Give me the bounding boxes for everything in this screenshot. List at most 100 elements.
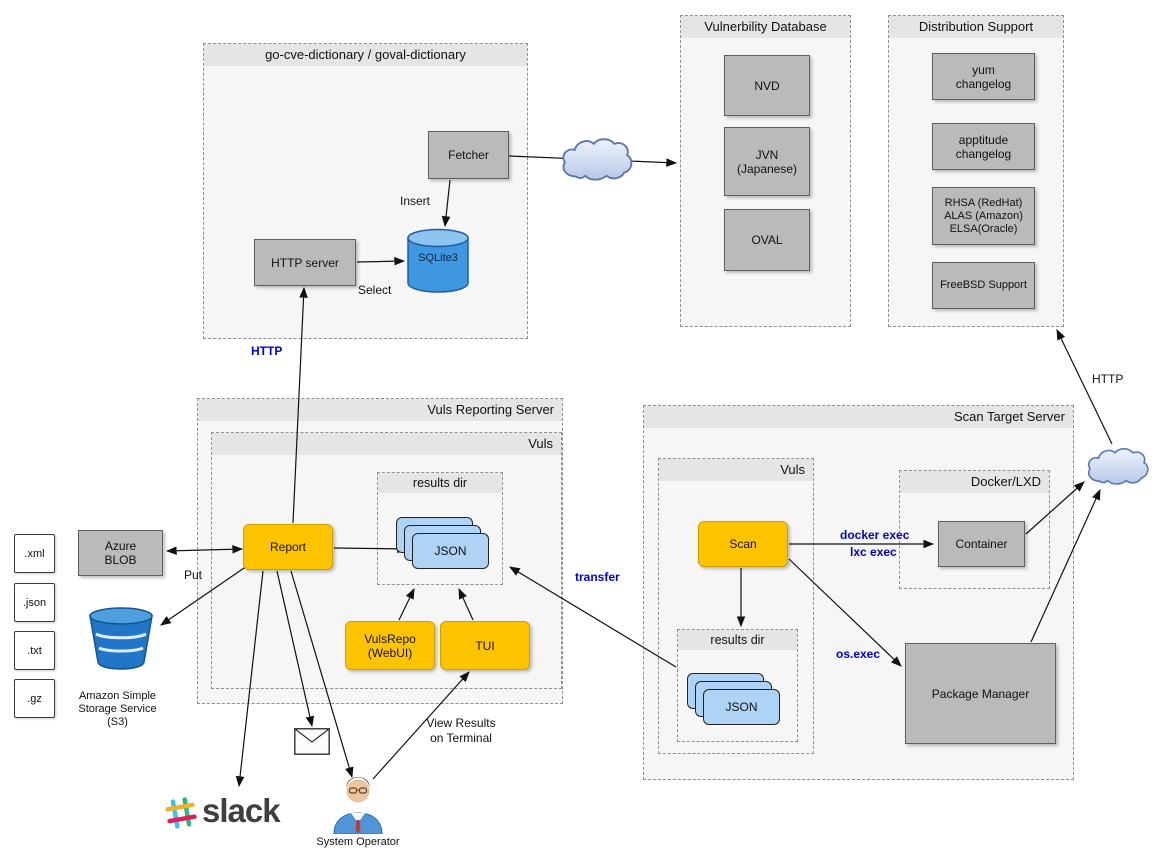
s3-caption-line1: Amazon Simple (78, 690, 157, 702)
jvn-node: JVN (Japanese) (724, 127, 810, 196)
container-vulnerability-database-title: Vulnerbility Database (681, 16, 850, 38)
yum-label-1: yum (972, 62, 995, 77)
arrow-httpserver-to-sqlite-select (356, 256, 406, 266)
json-card-label: JSON (434, 544, 467, 558)
apptitude-label-2: changelog (955, 146, 1012, 161)
freebsd-support-node: FreeBSD Support (932, 262, 1035, 309)
vulsrepo-node: VulsRepo (WebUI) (345, 621, 435, 670)
container-go-cve-dictionary: go-cve-dictionary / goval-dictionary (203, 43, 528, 339)
report-node: Report (243, 524, 333, 570)
scan-label: Scan (729, 537, 757, 551)
sqlite-label: SQLite3 (418, 252, 458, 264)
slack-wordmark: slack (202, 792, 281, 829)
arrow-operator-to-tui (372, 671, 470, 780)
internet-cloud-icon (562, 138, 633, 181)
json-card-scan-front: JSON (703, 689, 780, 725)
container-results-dir-reporting-title: results dir (378, 473, 502, 493)
azure-blob-node: Azure BLOB (78, 530, 163, 576)
jvn-label-2: (Japanese) (736, 161, 798, 176)
azure-label-2: BLOB (104, 553, 137, 567)
arrow-report-to-slack (235, 570, 264, 788)
file-gz: .gz (14, 679, 55, 718)
freebsd-label: FreeBSD Support (940, 279, 1027, 291)
rhsa-label-2: ALAS (Amazon) (944, 209, 1023, 222)
container-results-dir-scan-title: results dir (678, 630, 797, 650)
edge-label-insert: Insert (400, 194, 431, 208)
vulsrepo-label-1: VulsRepo (364, 631, 416, 646)
azure-label-1: Azure (104, 539, 137, 553)
arrow-vulsrepo-to-resultsdir (398, 588, 415, 621)
container-distribution-support-title: Distribution Support (889, 16, 1063, 38)
container-vuls-reporting-server-title: Vuls Reporting Server (198, 399, 562, 421)
container-go-cve-dictionary-title: go-cve-dictionary / goval-dictionary (204, 44, 527, 66)
container-scan-vuls-title: Vuls (659, 459, 813, 481)
report-label: Report (269, 540, 307, 554)
internet-cloud-icon-right (1087, 448, 1149, 485)
apptitude-changelog-node: apptitude changelog (932, 123, 1035, 170)
tui-node: TUI (440, 621, 530, 670)
s3-caption-line2: Storage Service (78, 703, 157, 715)
container-scan-target-server-title: Scan Target Server (644, 406, 1073, 428)
oval-label: OVAL (751, 233, 783, 247)
file-txt-label: .txt (27, 644, 42, 657)
arrow-scan-to-packagemanager (788, 558, 902, 667)
container-docker-lxd-title: Docker/LXD (900, 471, 1049, 493)
arrow-container-to-cloud (1025, 481, 1085, 535)
edge-label-select: Select (358, 283, 392, 297)
arrow-report-to-email (276, 570, 315, 728)
arrow-fetcher-to-sqlite-insert (441, 179, 451, 228)
rhsa-label-1: RHSA (RedHat) (944, 196, 1023, 209)
arrow-packagemanager-to-cloud (1030, 489, 1101, 643)
arrow-report-to-s3-put (160, 565, 248, 626)
scan-node: Scan (698, 521, 788, 567)
file-json: .json (14, 583, 55, 622)
file-xml: .xml (14, 534, 55, 573)
edge-label-transfer: transfer (575, 570, 620, 584)
s3-caption: Amazon Simple Storage Service (S3) (55, 690, 180, 729)
json-card-front: JSON (412, 533, 489, 569)
package-manager-node: Package Manager (905, 643, 1056, 744)
container-reporting-vuls-title: Vuls (212, 433, 561, 455)
arrow-tui-to-resultsdir (458, 588, 474, 621)
arrow-cloud-to-distro-http (1056, 329, 1113, 445)
view-results-line1: View Results (426, 716, 496, 730)
rhsa-label-3: ELSA(Oracle) (949, 222, 1018, 235)
yum-label-2: changelog (955, 76, 1012, 91)
package-manager-label: Package Manager (931, 686, 1030, 701)
s3-bucket-icon (89, 607, 153, 670)
http-server-label: HTTP server (271, 255, 339, 270)
tui-label: TUI (475, 638, 495, 653)
s3-caption-line3: (S3) (107, 716, 128, 728)
file-gz-label: .gz (27, 692, 42, 705)
arrow-scanresults-to-reportresults-transfer (509, 566, 677, 668)
arrow-report-to-json (333, 544, 409, 554)
vulsrepo-label-2: (WebUI) (367, 645, 413, 660)
system-operator-icon (333, 777, 383, 834)
envelope-icon (294, 728, 330, 755)
slack-hash-icon (165, 797, 197, 829)
file-xml-label: .xml (24, 547, 45, 560)
http-server-node: HTTP server (254, 239, 356, 286)
edge-label-docker-exec: docker exec (840, 528, 910, 542)
file-txt: .txt (14, 631, 55, 670)
apptitude-label-1: apptitude (958, 132, 1009, 147)
edge-label-os-exec: os.exec (836, 647, 881, 661)
nvd-node: NVD (724, 55, 810, 116)
nvd-label: NVD (754, 78, 780, 93)
container-label: Container (955, 537, 1008, 551)
file-json-label: .json (22, 596, 47, 609)
fetcher-node: Fetcher (428, 131, 509, 179)
edge-label-lxc-exec: lxc exec (850, 545, 897, 559)
edge-label-http-distro: HTTP (1092, 372, 1124, 386)
fetcher-label: Fetcher (448, 148, 489, 162)
json-card-scan-label: JSON (725, 700, 758, 714)
system-operator-caption: System Operator (316, 836, 400, 848)
edge-label-put: Put (184, 568, 203, 582)
database-cylinder-icon (407, 228, 469, 293)
rhsa-alas-elsa-node: RHSA (RedHat) ALAS (Amazon) ELSA(Oracle) (932, 187, 1035, 245)
jvn-label-1: JVN (755, 147, 779, 162)
container-node: Container (938, 521, 1025, 567)
arrow-report-to-operator (290, 570, 354, 779)
